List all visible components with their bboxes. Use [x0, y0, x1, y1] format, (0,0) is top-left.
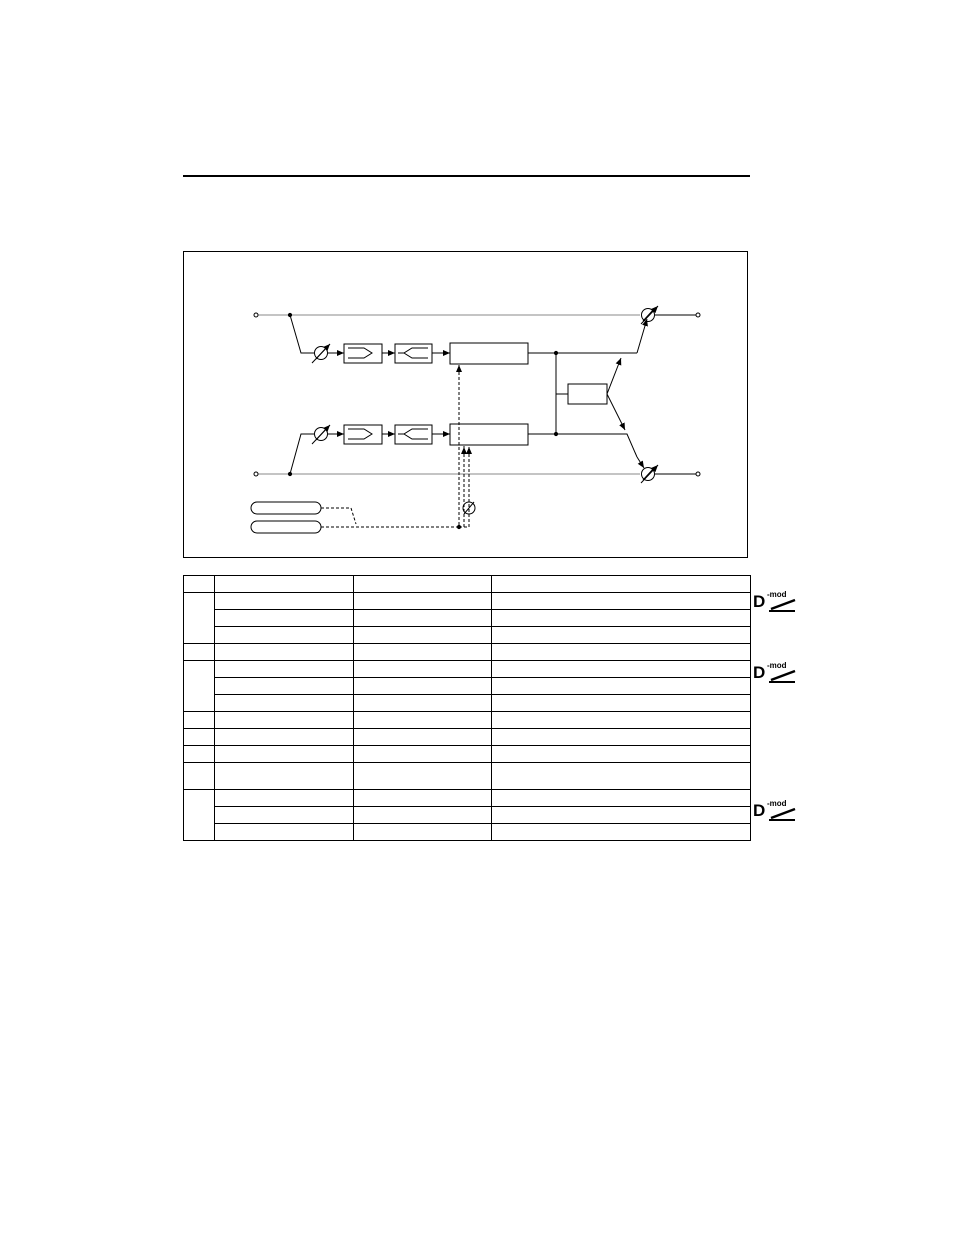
output-left-line	[655, 312, 701, 318]
mod-source-2-capsule	[250, 520, 322, 534]
left-feed-line	[289, 314, 314, 354]
input-level-knob-right	[311, 424, 331, 445]
table-row	[183, 660, 751, 712]
output-level-knob-right	[640, 464, 659, 484]
input-right-signal-line	[253, 471, 640, 477]
table-row	[183, 711, 751, 729]
table-row	[184, 823, 751, 841]
top-rule	[183, 175, 750, 177]
effect-block-right	[449, 423, 529, 446]
table-row	[183, 728, 751, 746]
input-left-signal-line	[253, 312, 640, 318]
right-feed-line	[289, 433, 314, 475]
table-row	[183, 745, 751, 763]
modulation-dashed-lines	[321, 365, 472, 528]
block-diagram	[183, 251, 748, 558]
pre-lpf-left-icon	[343, 343, 383, 364]
table-row	[183, 575, 751, 593]
table-row	[184, 609, 751, 627]
mod-depth-knob	[462, 501, 476, 515]
table-row	[183, 789, 751, 841]
output-level-knob-left	[640, 305, 659, 325]
table-row	[184, 694, 751, 712]
pre-hpf-right-icon	[394, 424, 433, 445]
block-diagram-svg	[250, 305, 701, 534]
table-row	[184, 626, 751, 644]
table-row	[183, 643, 751, 661]
pre-lpf-right-icon	[343, 424, 383, 445]
dmod-icon: D -mod	[753, 662, 799, 684]
parameter-table	[183, 575, 751, 841]
pre-hpf-left-icon	[394, 343, 433, 364]
dmod-icon: D -mod	[753, 800, 799, 822]
dmod-icon: D -mod	[753, 591, 799, 613]
table-row	[183, 762, 751, 790]
table-row	[184, 677, 751, 695]
input-level-knob-left	[311, 343, 331, 364]
mod-source-1-capsule	[250, 501, 322, 515]
effect-block-left	[449, 342, 529, 365]
output-right-line	[655, 471, 701, 477]
table-row	[184, 806, 751, 824]
table-row	[183, 592, 751, 644]
output-mix-block	[567, 383, 608, 405]
